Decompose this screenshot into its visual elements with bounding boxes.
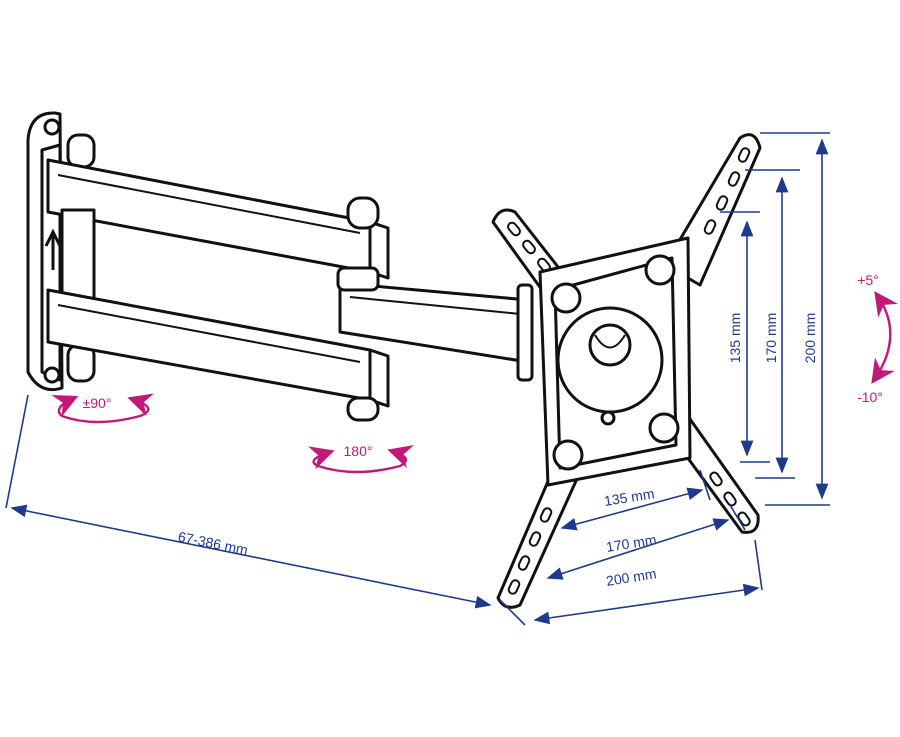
arm-extension-label: 67-386 mm (177, 528, 250, 558)
dimension-horizontal: 135 mm 170 mm 200 mm (533, 469, 763, 625)
wall-plate (26, 111, 64, 392)
vertical-170-label: 170 mm (763, 313, 779, 364)
horizontal-135-label: 135 mm (603, 485, 655, 509)
lower-arm (46, 288, 390, 422)
dimension-vertical: 135 mm 170 mm 200 mm (720, 132, 830, 506)
rotation-wall-swivel: ±90° (51, 393, 154, 424)
arm-connector (60, 208, 96, 302)
upper-arm (46, 158, 390, 280)
wall-swivel-label: ±90° (83, 395, 112, 411)
dimension-arm-extension: 67-386 mm (5, 394, 526, 626)
rotation-arm-swivel: 180° (308, 443, 414, 474)
wall-hinge (66, 133, 96, 383)
rotation-tilt: +5° -10° (857, 272, 898, 405)
vertical-200-label: 200 mm (802, 313, 818, 364)
horizontal-200-label: 200 mm (605, 565, 657, 589)
vertical-135-label: 135 mm (727, 313, 743, 364)
extension-arm (336, 266, 534, 382)
tilt-down-label: -10° (857, 389, 883, 405)
up-arrow-icon (44, 228, 62, 270)
tilt-up-label: +5° (857, 272, 879, 288)
vesa-plate (538, 236, 692, 487)
arm-swivel-label: 180° (344, 443, 373, 459)
horizontal-170-label: 170 mm (605, 531, 657, 555)
